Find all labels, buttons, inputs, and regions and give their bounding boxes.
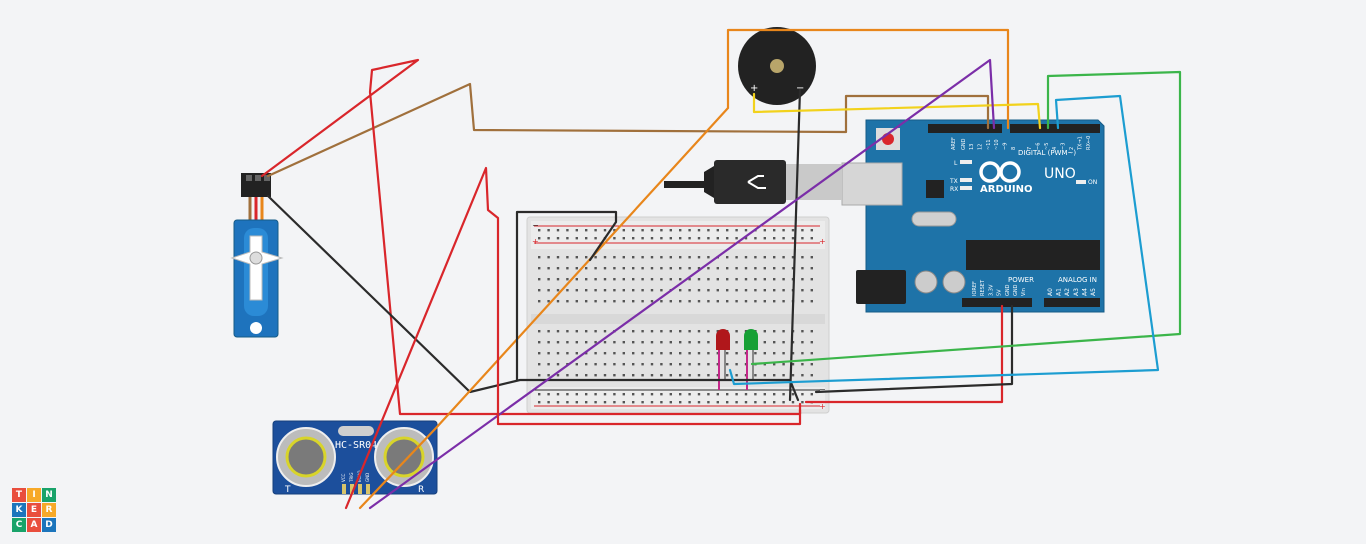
- pin-label: A2: [1064, 288, 1071, 296]
- wire-ground-rail[interactable]: [814, 304, 1014, 394]
- power-header: [962, 298, 1032, 307]
- breadboard[interactable]: + + − + −: [526, 216, 830, 414]
- pin-label: 12: [977, 144, 983, 150]
- l-label: L: [954, 160, 958, 167]
- logo-letter: R: [42, 503, 56, 517]
- sensor-pin-label: TRIG: [349, 472, 354, 483]
- analog-header: [1044, 298, 1100, 307]
- digital-label: DIGITAL (PWM~): [1018, 149, 1076, 157]
- atmega-chip: [966, 240, 1100, 270]
- pin-label: IOREF: [972, 281, 978, 296]
- wire-led-green[interactable]: [750, 70, 1182, 366]
- pin-label: A4: [1081, 288, 1088, 296]
- pin-label: A1: [1056, 288, 1063, 296]
- pin-label: Vin: [1021, 288, 1027, 296]
- wire-buzzer-yellow[interactable]: [752, 92, 1042, 130]
- arduino-brand: ARDUINO: [980, 184, 1032, 195]
- pin-label: ~10: [994, 139, 1000, 150]
- usb-icon: [747, 175, 766, 189]
- piezo-buzzer[interactable]: + −: [738, 27, 816, 105]
- wire-buzzer-signal[interactable]: [358, 28, 1010, 510]
- buzzer-plus-label: +: [750, 83, 758, 94]
- wire-led-red[interactable]: [728, 94, 1160, 386]
- pin-label: ~11: [986, 139, 992, 150]
- arduino-logo-icon: [979, 161, 1021, 183]
- pin-label: 13: [969, 144, 975, 150]
- rx-label: RX: [950, 186, 958, 193]
- bb-bottom-plus: +: [819, 402, 826, 411]
- sensor-t-label: T: [284, 485, 291, 495]
- arduino-model: UNO: [1044, 166, 1076, 182]
- logo-letter: N: [42, 488, 56, 502]
- gnd-label: GND: [961, 138, 967, 150]
- logo-letter: I: [27, 488, 41, 502]
- pin-label: 8: [1011, 147, 1017, 150]
- pin-label: A3: [1073, 288, 1080, 296]
- pin-label: ~6: [1035, 143, 1041, 150]
- wire-servo-ground[interactable]: [266, 194, 800, 402]
- on-label: ON: [1088, 179, 1097, 186]
- pin-label: A0: [1047, 288, 1054, 296]
- arduino-uno[interactable]: ARDUINO UNO ON L TX RX DIGITAL (PWM~) PO…: [841, 119, 1105, 313]
- bb-top-minus: −: [532, 221, 539, 230]
- sensor-model: HC-SR04: [335, 440, 377, 451]
- tx-label: TX: [949, 178, 958, 185]
- pin-label: RESET: [980, 279, 986, 296]
- pin-label: 4: [1052, 147, 1058, 150]
- logo-letter: K: [12, 503, 26, 517]
- power-jack: [856, 270, 906, 304]
- pin-label: 3.3V: [988, 284, 994, 296]
- pin-label: ~3: [1061, 143, 1067, 150]
- usb-b-port: [841, 162, 903, 206]
- pin-label: 2: [1069, 147, 1075, 150]
- pin-label: ~9: [1003, 143, 1009, 150]
- buzzer-minus-label: −: [796, 83, 804, 94]
- logo-letter: A: [27, 518, 41, 532]
- pin-label: 7: [1027, 147, 1033, 150]
- pin-label: 5V: [997, 289, 1003, 296]
- pin-label: A5: [1090, 288, 1097, 296]
- bb-top-plus: +: [532, 237, 539, 246]
- digital-header-right: [1010, 124, 1100, 133]
- power-label: POWER: [1008, 276, 1034, 284]
- digital-header-left: [928, 124, 1002, 133]
- bb-top-plus-right: +: [819, 237, 826, 246]
- micro-servo[interactable]: [230, 173, 284, 338]
- aref-label: AREF: [951, 137, 957, 150]
- pin-label: RX←0: [1086, 136, 1092, 150]
- sensor-pin-label: GND: [365, 473, 370, 482]
- led-red[interactable]: [716, 329, 730, 390]
- usb-cable-plug: [664, 160, 842, 204]
- logo-letter: E: [27, 503, 41, 517]
- wire-sensor-echo[interactable]: [368, 58, 996, 510]
- pin-label: GND: [1013, 284, 1019, 296]
- sensor-pin-label: VCC: [341, 473, 346, 482]
- logo-letter: C: [12, 518, 26, 532]
- logo-letter: D: [42, 518, 56, 532]
- pin-label: GND: [1005, 284, 1011, 296]
- pin-label: ~5: [1044, 143, 1050, 150]
- sensor-r-label: R: [418, 485, 424, 495]
- logo-letter: T: [12, 488, 26, 502]
- wire-servo-signal[interactable]: [266, 82, 990, 178]
- analog-label: ANALOG IN: [1058, 276, 1097, 284]
- wire-buzzer-ground[interactable]: [515, 88, 802, 402]
- pin-label: TX→1: [1077, 136, 1083, 151]
- bb-bottom-minus: −: [819, 385, 826, 394]
- wire-sensor-vcc[interactable]: [344, 166, 1004, 510]
